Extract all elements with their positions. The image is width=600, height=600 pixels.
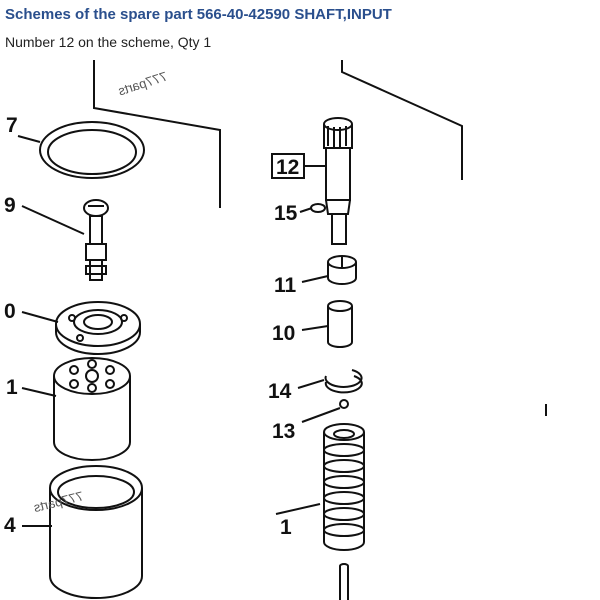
parts-scheme: 7 9 0 1 4 12 15 11 10 14 13 1 777parts 7… [4, 60, 547, 600]
leader-10-left [21, 311, 59, 323]
cylinder-block-part-11 [53, 357, 131, 461]
plate-part-10 [55, 301, 141, 355]
pin-part-15 [310, 203, 326, 213]
leader-14 [297, 379, 325, 389]
callout-11-left: 1 [6, 376, 18, 399]
callout-10: 10 [272, 322, 295, 345]
leader-10 [301, 325, 329, 331]
leader-11-left [21, 387, 57, 397]
callout-14-left: 4 [4, 514, 16, 537]
snap-ring-part-14 [324, 369, 363, 394]
ring-part-7 [39, 121, 145, 179]
callout-1: 1 [280, 516, 292, 539]
callout-14: 14 [268, 380, 292, 403]
part-subtitle: Number 12 on the scheme, Qty 1 [5, 34, 212, 50]
leader-1 [275, 503, 321, 515]
leader-7 [17, 135, 41, 143]
leader-11 [301, 275, 329, 283]
callout-9: 9 [4, 194, 16, 217]
piston-part-1 [323, 423, 365, 551]
watermark-top: 777parts [116, 69, 169, 99]
leader-13 [301, 407, 341, 423]
frame-line-right [341, 60, 463, 180]
sleeve-part-14 [49, 465, 143, 599]
bushing-part-10 [327, 300, 353, 348]
callout-7: 7 [6, 114, 18, 137]
valve-part-9 [83, 199, 109, 281]
ball-part-13 [339, 399, 349, 409]
leader-9 [21, 205, 85, 235]
page-title: Schemes of the spare part 566-40-42590 S… [5, 6, 392, 23]
callout-box-12 [271, 153, 305, 179]
frame-line-left [93, 60, 221, 208]
nut-part-11 [327, 255, 357, 285]
callout-10-left: 0 [4, 300, 16, 323]
callout-13: 13 [272, 420, 295, 443]
rod-lower [339, 563, 349, 600]
leader-15 [299, 207, 313, 213]
callout-15: 15 [274, 202, 298, 225]
callout-12: 12 [276, 156, 299, 179]
callout-11: 11 [274, 274, 297, 297]
shaft-part-12 [323, 117, 353, 245]
